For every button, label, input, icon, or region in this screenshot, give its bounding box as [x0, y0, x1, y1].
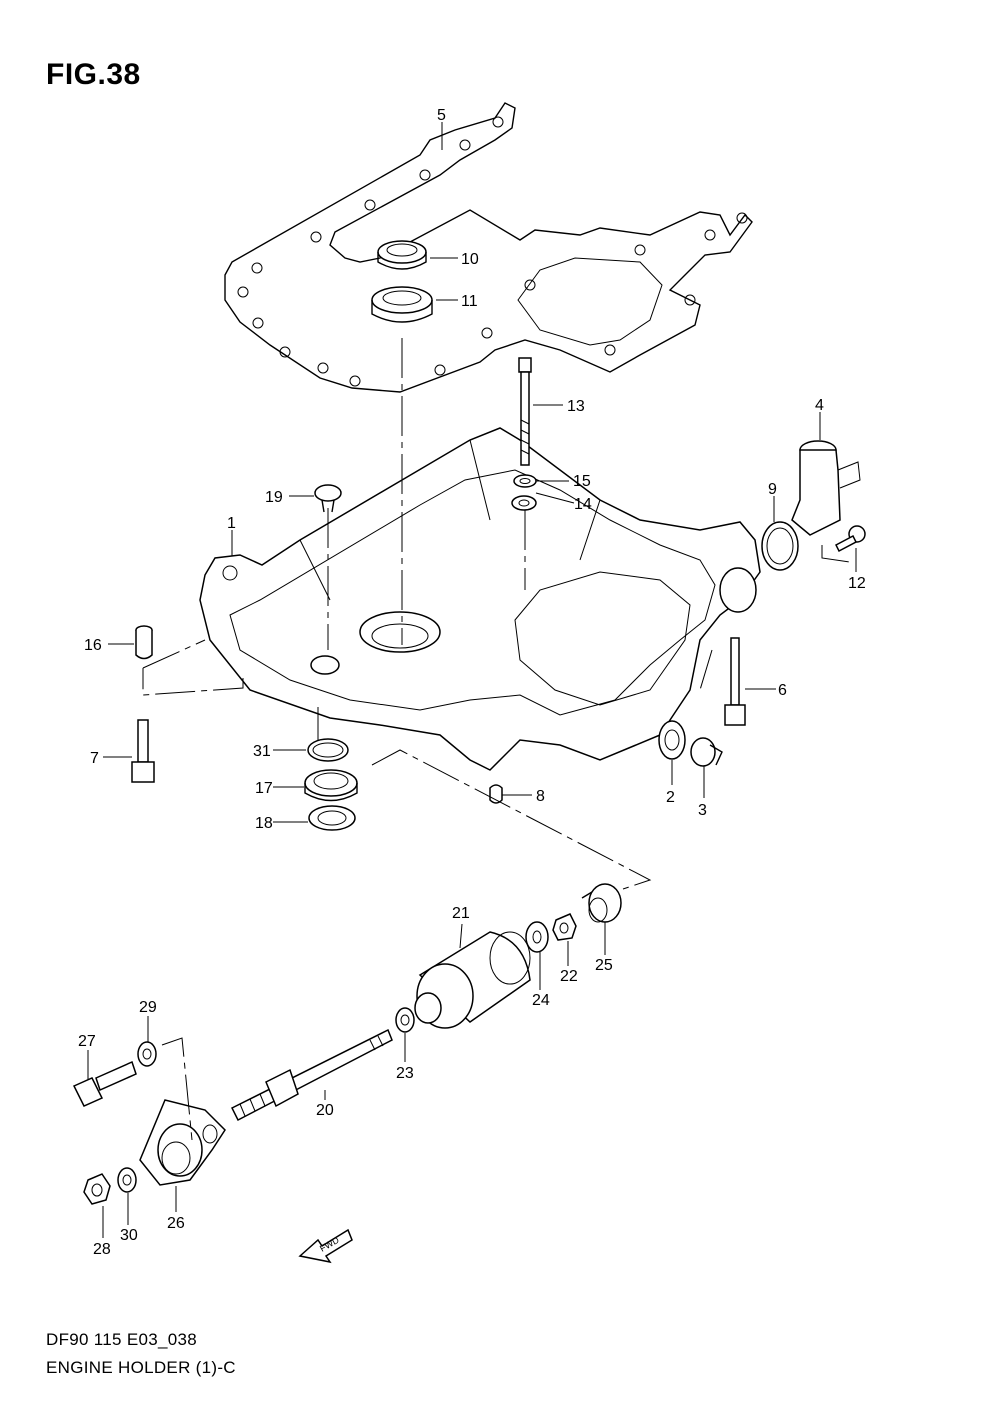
gasket-part — [224, 102, 753, 393]
washer-part — [511, 495, 537, 511]
figure-title: FIG.38 — [46, 58, 141, 91]
washer-part — [513, 474, 537, 488]
callout-21: 21 — [452, 905, 470, 922]
callout-23: 23 — [396, 1065, 414, 1082]
figure-code: DF90 115 E03_038 — [46, 1330, 197, 1349]
bolt-part — [131, 719, 155, 783]
plug-part — [314, 484, 342, 513]
callout-24: 24 — [532, 992, 550, 1009]
callout-labels: 1 2 3 4 5 6 7 8 9 10 11 12 13 14 15 16 1… — [78, 107, 866, 1258]
callout-15: 15 — [573, 473, 591, 490]
callout-4: 4 — [815, 397, 824, 414]
callout-26: 26 — [167, 1215, 185, 1232]
washer-part — [137, 1041, 157, 1067]
bolt-part — [72, 1060, 137, 1107]
callout-29: 29 — [139, 999, 157, 1016]
drain-plug-part — [690, 737, 723, 767]
engine-holder-body — [199, 427, 761, 771]
bolt-part — [835, 525, 866, 553]
gasket-washer-part — [658, 720, 686, 760]
callout-6: 6 — [778, 682, 787, 699]
callout-1: 1 — [227, 515, 236, 532]
collar-part — [581, 883, 622, 923]
callout-7: 7 — [90, 750, 99, 767]
stud-bolt-part — [230, 1028, 393, 1122]
washer-part — [525, 921, 549, 953]
nut-part — [83, 1173, 111, 1205]
callout-11: 11 — [461, 293, 478, 310]
mount-bracket-part — [139, 1099, 226, 1186]
callout-22: 22 — [560, 968, 578, 985]
callout-3: 3 — [698, 802, 707, 819]
nut-part — [552, 913, 577, 941]
figure-caption: ENGINE HOLDER (1)-C — [46, 1358, 236, 1377]
bearing-part — [304, 769, 358, 802]
o-ring-part — [761, 521, 799, 571]
leader-lines — [87, 122, 857, 1238]
oil-seal-part — [371, 286, 433, 323]
callout-16: 16 — [84, 637, 102, 654]
fwd-arrow-icon: FWD — [298, 1228, 353, 1264]
assembly-guide-lines — [142, 338, 851, 1141]
washer-part — [117, 1167, 137, 1193]
callout-9: 9 — [768, 481, 777, 498]
callout-17: 17 — [255, 780, 273, 797]
callout-25: 25 — [595, 957, 613, 974]
callout-10: 10 — [461, 251, 479, 268]
callout-14: 14 — [574, 496, 592, 513]
water-fitting-part — [791, 440, 861, 536]
callout-30: 30 — [120, 1227, 138, 1244]
dowel-part — [135, 625, 153, 660]
callout-12: 12 — [848, 575, 866, 592]
callout-5: 5 — [437, 107, 446, 124]
callout-31: 31 — [253, 743, 271, 760]
callout-28: 28 — [93, 1241, 111, 1258]
bolt-part — [724, 637, 746, 726]
callout-20: 20 — [316, 1102, 334, 1119]
circlip-part — [307, 738, 349, 762]
callout-18: 18 — [255, 815, 273, 832]
oil-seal-part — [308, 805, 356, 831]
bolt-part — [518, 357, 532, 466]
callout-19: 19 — [265, 489, 283, 506]
callout-8: 8 — [536, 788, 545, 805]
callout-27: 27 — [78, 1033, 96, 1050]
oil-seal-part — [377, 240, 427, 270]
washer-part — [395, 1007, 415, 1033]
callout-2: 2 — [666, 789, 675, 806]
engine-mount-part — [414, 931, 531, 1029]
callout-13: 13 — [567, 398, 585, 415]
